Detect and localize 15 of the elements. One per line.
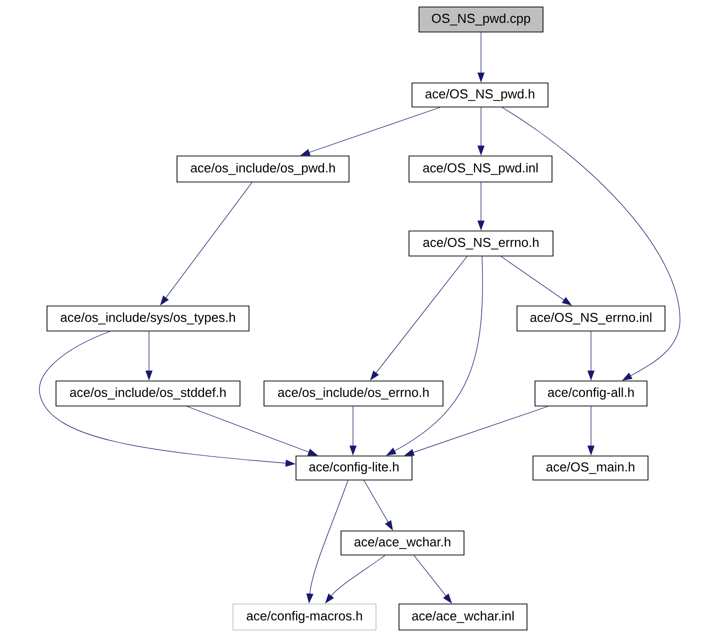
file-box: ace/config-macros.h — [232, 604, 376, 630]
file-box: ace/os_include/sys/os_types.h — [46, 306, 250, 332]
file-box: ace/OS_main.h — [532, 456, 648, 480]
file-box: ace/ace_wchar.inl — [398, 604, 528, 630]
file-box: ace/OS_NS_pwd.h — [412, 82, 548, 108]
file-box: ace/OS_NS_errno.h — [408, 230, 554, 256]
file-box: ace/OS_NS_errno.inl — [516, 306, 666, 332]
file-box: ace/os_include/os_errno.h — [264, 380, 444, 406]
file-box: OS_NS_pwd.cpp — [418, 6, 544, 32]
file-box: ace/os_include/os_stddef.h — [56, 380, 240, 406]
file-box: ace/OS_NS_pwd.inl — [408, 156, 552, 182]
file-box: ace/config-lite.h — [296, 456, 412, 480]
file-box: ace/config-all.h — [534, 380, 648, 406]
file-box: ace/os_include/os_pwd.h — [176, 156, 350, 182]
file-box: ace/ace_wchar.h — [340, 530, 464, 556]
